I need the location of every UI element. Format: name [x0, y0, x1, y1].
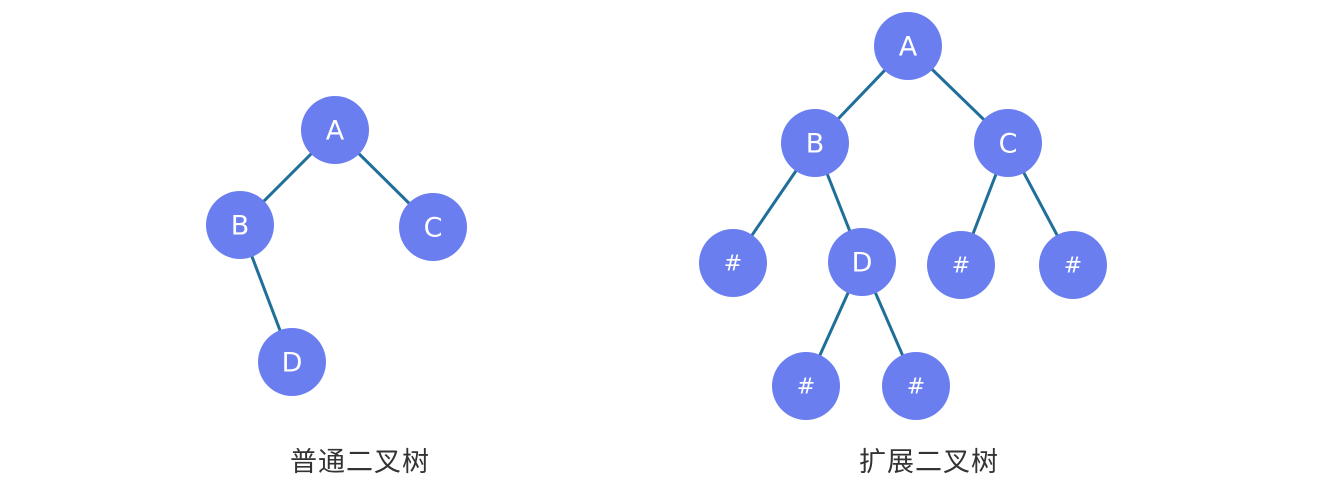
tree-node-d-left: # [772, 352, 840, 420]
node-circle [399, 193, 467, 261]
node-circle [772, 352, 840, 420]
tree-node-c: C [974, 109, 1042, 177]
tree-node-b: B [206, 191, 274, 259]
left-tree-nodes: A B C D [206, 96, 467, 396]
node-circle [206, 191, 274, 259]
node-circle [874, 12, 942, 80]
node-label: D [852, 248, 873, 279]
tree-node-a: A [874, 12, 942, 80]
tree-node-d: D [828, 228, 896, 296]
node-label: A [899, 32, 918, 63]
node-label: C [999, 129, 1018, 160]
node-label: # [724, 252, 742, 277]
tree-node-a: A [301, 96, 369, 164]
tree-node-b-left: # [699, 229, 767, 297]
node-label: C [424, 213, 443, 244]
right-tree-edges [731, 44, 1075, 387]
right-tree-caption: 扩展二叉树 [859, 447, 999, 478]
tree-node-d: D [258, 328, 326, 396]
node-circle [699, 229, 767, 297]
tree-node-c-left: # [927, 231, 995, 299]
tree-node-c: C [399, 193, 467, 261]
node-circle [828, 228, 896, 296]
node-label: # [797, 375, 815, 400]
node-label: # [952, 254, 970, 279]
node-label: # [907, 375, 925, 400]
node-circle [974, 109, 1042, 177]
node-label: D [282, 348, 303, 379]
tree-node-d-right: # [882, 352, 950, 420]
tree-node-c-right: # [1039, 231, 1107, 299]
node-label: A [326, 116, 345, 147]
tree-node-b: B [781, 109, 849, 177]
left-tree-edges [238, 128, 435, 363]
node-circle [781, 109, 849, 177]
left-tree-caption: 普通二叉树 [290, 447, 430, 478]
node-circle [1039, 231, 1107, 299]
node-circle [927, 231, 995, 299]
node-circle [882, 352, 950, 420]
node-label: B [231, 211, 250, 242]
node-circle [258, 328, 326, 396]
node-label: B [806, 129, 825, 160]
node-circle [301, 96, 369, 164]
right-tree-nodes: A B C # D # # # # [699, 12, 1107, 420]
node-label: # [1064, 254, 1082, 279]
